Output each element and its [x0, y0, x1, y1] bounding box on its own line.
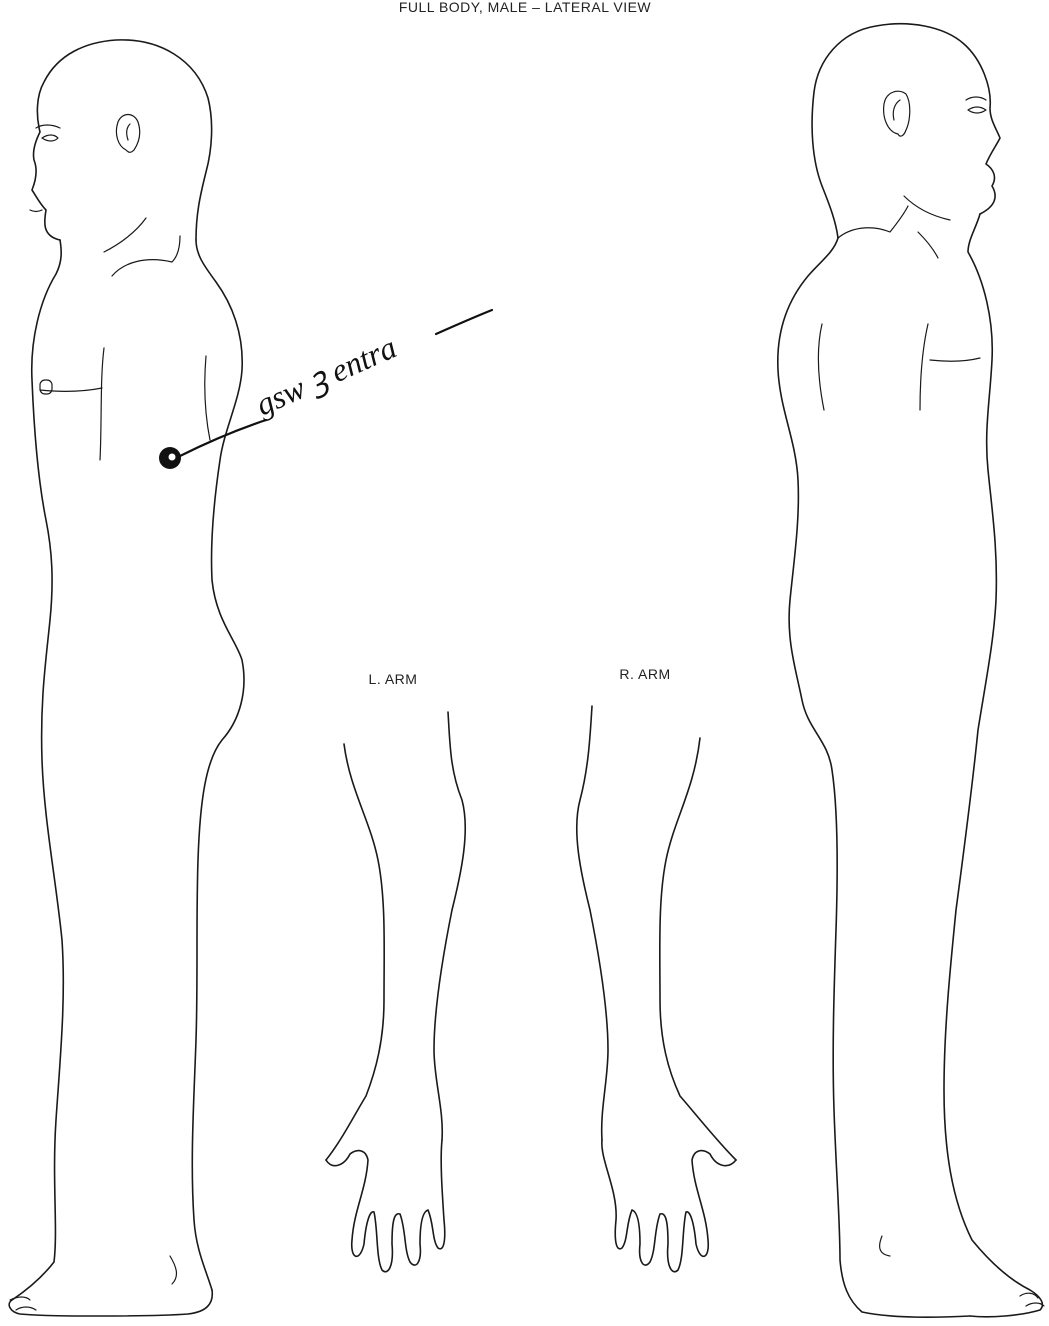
wound-leader-line: [180, 420, 266, 456]
right-figure-eyebrow: [966, 97, 986, 100]
left-hand: [326, 1140, 445, 1272]
left-figure-head: [32, 40, 212, 240]
right-figure-ear-inner: [893, 100, 900, 120]
right-arm-inner: [577, 706, 608, 1140]
wound-marker-center: [169, 454, 176, 461]
right-figure-jaw: [904, 196, 950, 220]
left-arm-label: L. ARM: [369, 671, 418, 687]
right-figure-arm-back: [818, 324, 824, 410]
right-figure-arm-front: [920, 324, 928, 410]
left-figure-arm-front: [100, 348, 104, 460]
left-figure-shoulder-line: [112, 236, 180, 276]
right-figure-front-contour: [944, 214, 1042, 1317]
right-figure-ankle: [880, 1236, 890, 1256]
right-arm-label: R. ARM: [619, 666, 670, 682]
right-hand: [602, 1140, 736, 1272]
right-figure-chest-line: [930, 358, 980, 361]
right-figure-eye: [968, 107, 986, 113]
left-figure-eye: [42, 135, 58, 141]
right-arm-figure: [577, 706, 736, 1272]
left-arm-inner: [434, 712, 465, 1140]
left-figure-back-contour: [192, 240, 244, 1290]
left-lateral-figure: [9, 40, 244, 1316]
right-figure-shoulder-line: [838, 206, 908, 238]
left-figure-ear-inner: [127, 124, 130, 140]
left-figure-jaw: [104, 218, 146, 252]
right-lateral-figure: [778, 24, 1044, 1317]
left-arm-figure: [326, 712, 465, 1272]
left-figure-chest-line: [40, 388, 102, 391]
left-figure-arm-back: [205, 356, 210, 440]
left-figure-ear: [116, 115, 139, 153]
left-figure-front-contour: [9, 240, 212, 1316]
right-figure-back-contour: [778, 238, 970, 1317]
right-figure-ear: [884, 91, 910, 136]
left-arm-outer: [326, 744, 384, 1160]
handwritten-underline: [436, 310, 492, 334]
diagram-title: FULL BODY, MALE – LATERAL VIEW: [399, 0, 652, 15]
handwritten-note: gsw ꝫ entra: [250, 329, 402, 424]
left-figure-toes: [10, 1297, 36, 1310]
left-figure-ankle: [170, 1256, 176, 1284]
right-figure-neck-front: [918, 232, 938, 258]
gsw-annotation: gsw ꝫ entra: [159, 310, 492, 469]
left-figure-nipple: [40, 380, 52, 394]
right-arm-outer: [660, 738, 736, 1160]
left-figure-mouth: [30, 210, 42, 212]
